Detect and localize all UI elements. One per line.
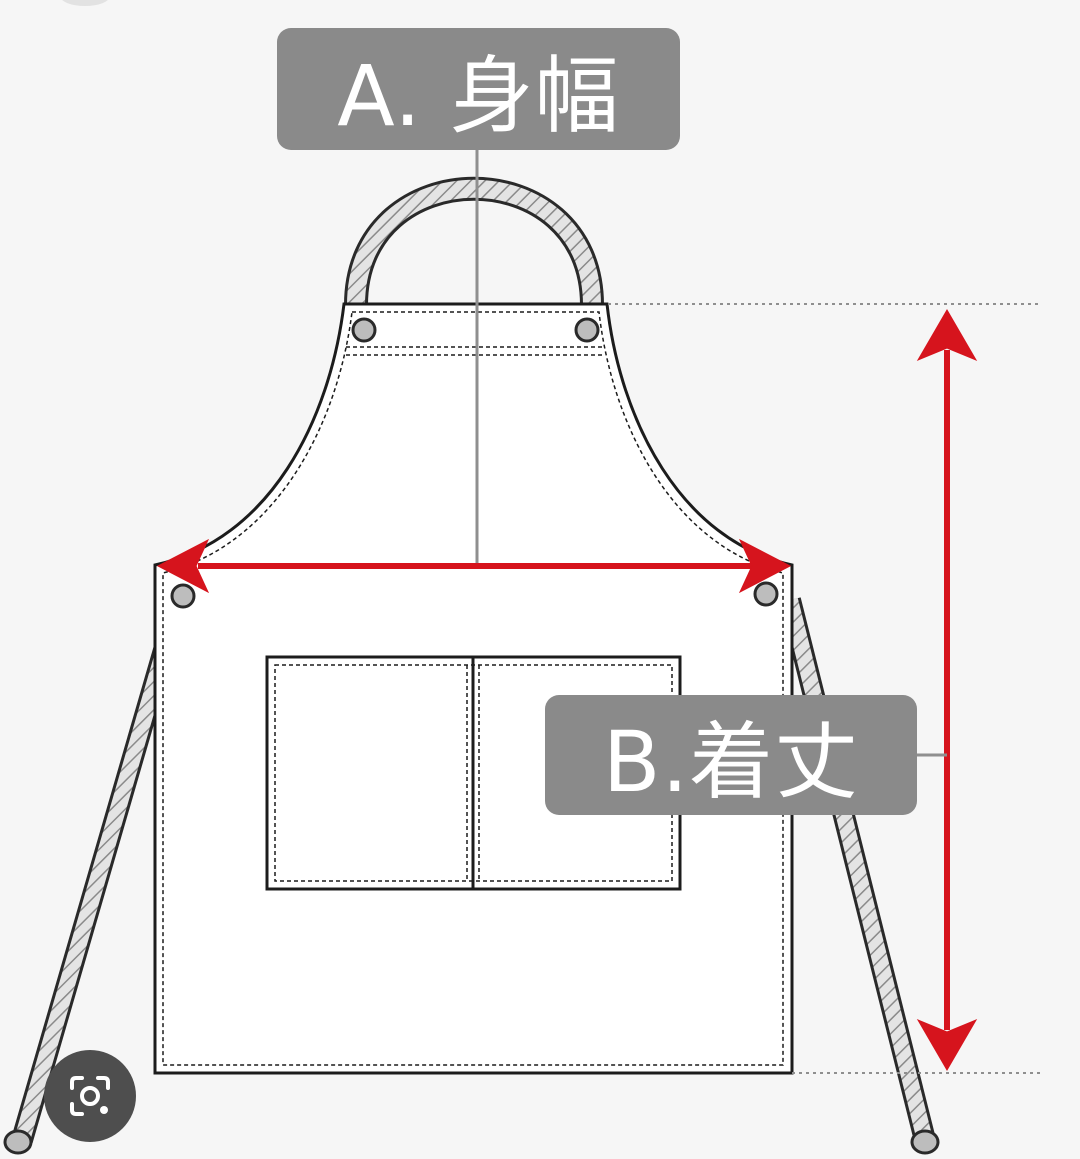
grommets: [170, 317, 779, 609]
length-label: B.着丈: [545, 695, 917, 815]
neck-strap: [344, 176, 604, 306]
width-label: A. 身幅: [277, 28, 680, 150]
length-guide-lines: [608, 303, 1042, 1074]
length-arrow: [916, 309, 978, 1071]
width-arrow: [156, 538, 792, 594]
right-waist-tie: [779, 597, 940, 1155]
apron-stitching: [162, 311, 784, 1066]
corner-shadow: [60, 0, 110, 6]
lens-search-icon: [70, 1076, 110, 1116]
lens-search-button[interactable]: [44, 1050, 136, 1142]
